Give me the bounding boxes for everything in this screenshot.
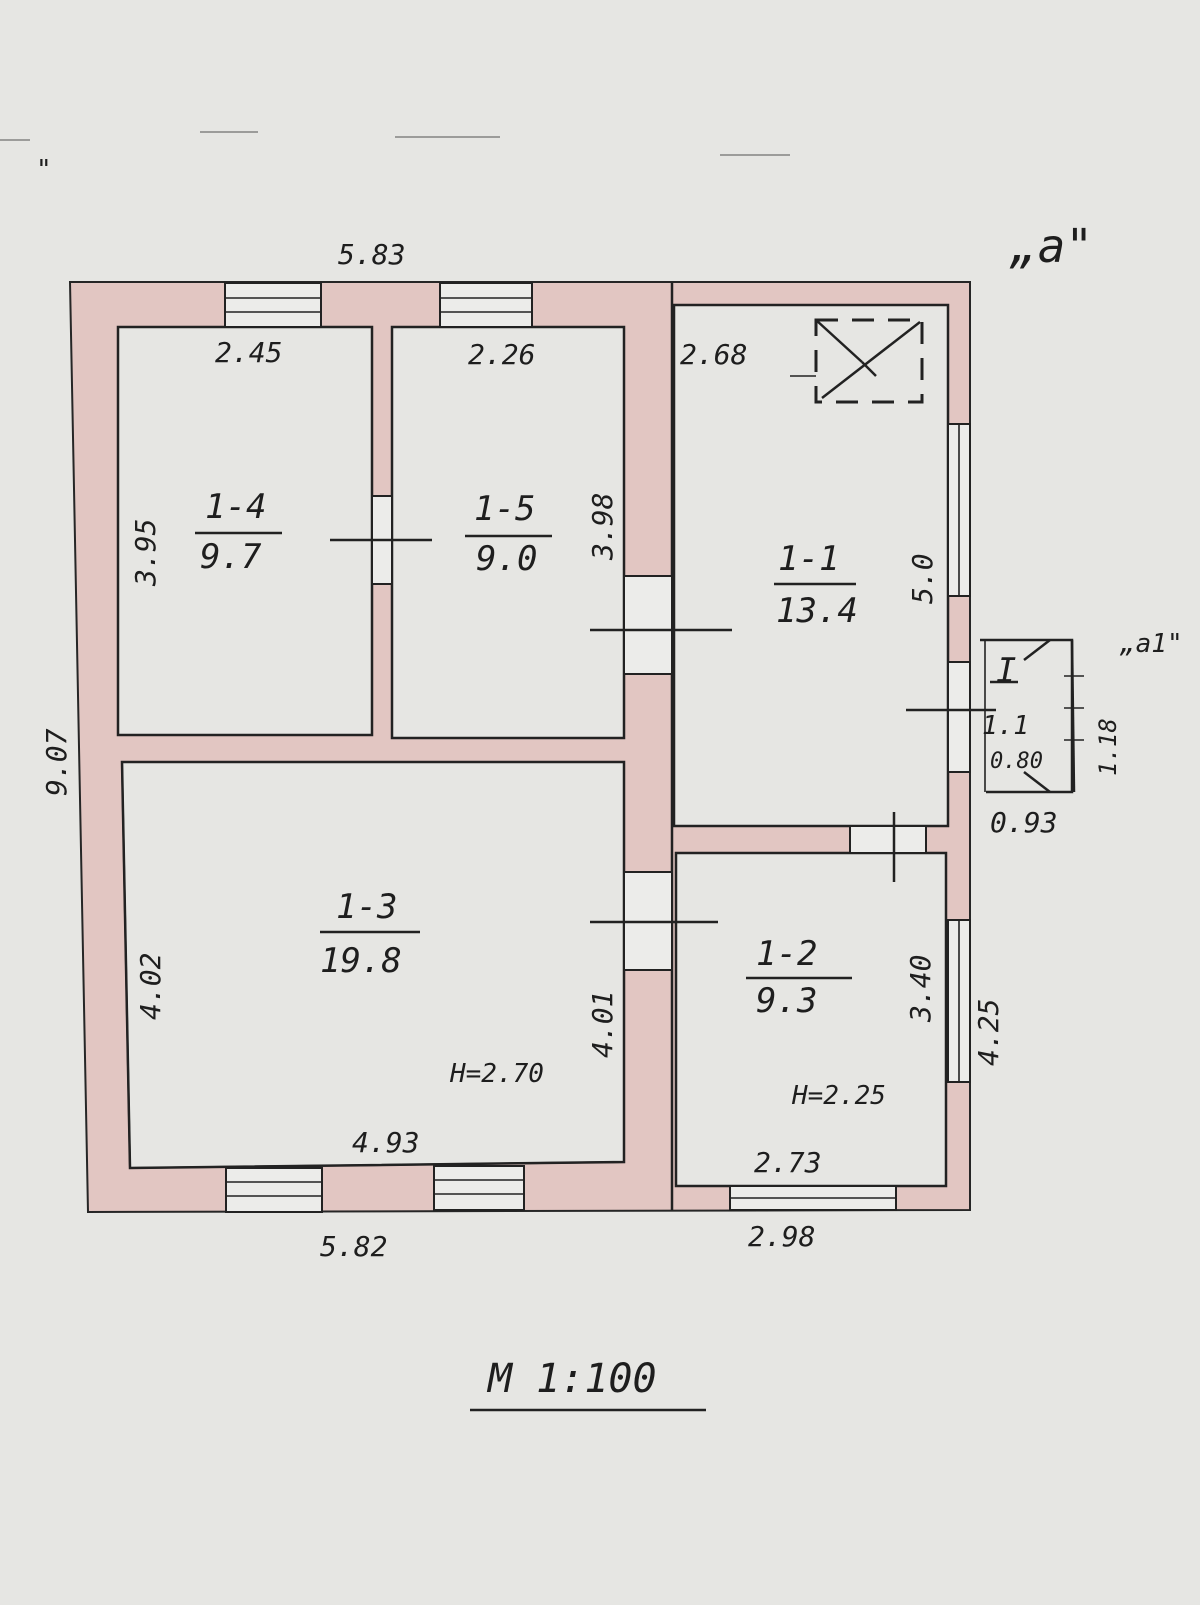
room-1-1-label: 1-1 13.4 [774,539,858,631]
porch-inner-width: 0.80 [990,749,1043,774]
room-1-2-label: 1-2 9.3 [746,934,852,1021]
doors [330,495,996,971]
room-area: 13.4 [776,591,858,631]
room-1-3-outline [120,760,626,1170]
dimensions: 5.83 5.82 2.98 9.07 4.25 2.45 2.26 2.68 … [40,238,1122,1263]
room-1-5-width: 2.26 [468,338,535,371]
room-1-3-ceiling: H=2.70 [449,1059,544,1089]
window-bottom-middle [433,1165,525,1211]
porch-label: I 1.1 0.80 [982,651,1043,774]
porch-area: 1.1 [982,711,1029,741]
scale-text: М 1:100 [486,1356,657,1402]
window-right-upper [947,423,971,597]
porch-width: 0.93 [990,806,1057,839]
room-1-3-left-height: 4.02 [134,953,167,1020]
room-id: 1-3 [336,887,397,927]
windows [224,282,971,1213]
room-1-5-label: 1-5 9.0 [465,489,552,579]
attic-hatch-symbol [790,318,924,404]
porch [980,638,1084,794]
window-top-left [224,282,322,328]
room-area: 19.8 [320,941,402,981]
room-1-4-label: 1-4 9.7 [195,487,282,577]
room-1-2-ceiling: H=2.25 [791,1081,886,1111]
window-top-middle [439,282,533,328]
outer-left-height: 9.07 [40,728,73,796]
extension-letter: „а1" [1119,629,1183,659]
room-1-1-height: 5.0 [906,553,939,604]
scale-label: М 1:100 [470,1356,706,1412]
room-labels: 1-4 9.7 1-5 9.0 1-1 13.4 1-3 19.8 1-2 9.… [195,487,1043,1021]
room-1-3-width: 4.93 [352,1126,419,1159]
porch-id: I [996,651,1016,691]
paper-marks [0,131,790,156]
porch-depth: 1.18 [1094,718,1122,776]
entrance-door [947,661,971,773]
window-bottom-left [225,1167,323,1213]
door-1-1-1-2 [849,825,927,854]
room-1-4-height: 3.95 [129,519,162,587]
building-letter: „а" [1009,219,1093,273]
outer-top-width: 5.83 [338,238,405,271]
outer-right-lower-height: 4.25 [972,999,1005,1066]
room-1-3-right-height: 4.01 [586,991,619,1058]
room-area: 9.3 [756,981,817,1021]
room-1-2-height: 3.40 [904,955,937,1023]
window-right-lower [947,919,971,1083]
room-id: 1-5 [474,489,535,529]
room-1-5-height: 3.98 [586,493,619,561]
room-id: 1-2 [756,934,817,974]
outer-bottom-left-width: 5.82 [320,1230,387,1263]
room-id: 1-1 [778,539,839,579]
window-bottom-right [729,1185,897,1211]
door-1-5-1-1 [623,575,673,675]
room-1-2-width: 2.73 [754,1146,821,1179]
room-area: 9.0 [476,539,537,579]
room-1-1-width: 2.68 [680,338,747,371]
room-1-4-width: 2.45 [215,336,282,369]
room-1-3-label: 1-3 19.8 [320,887,420,981]
outer-bottom-right-width: 2.98 [748,1220,815,1253]
room-id: 1-4 [205,487,266,527]
corner-mark: " [36,155,52,185]
room-area: 9.7 [200,537,262,577]
